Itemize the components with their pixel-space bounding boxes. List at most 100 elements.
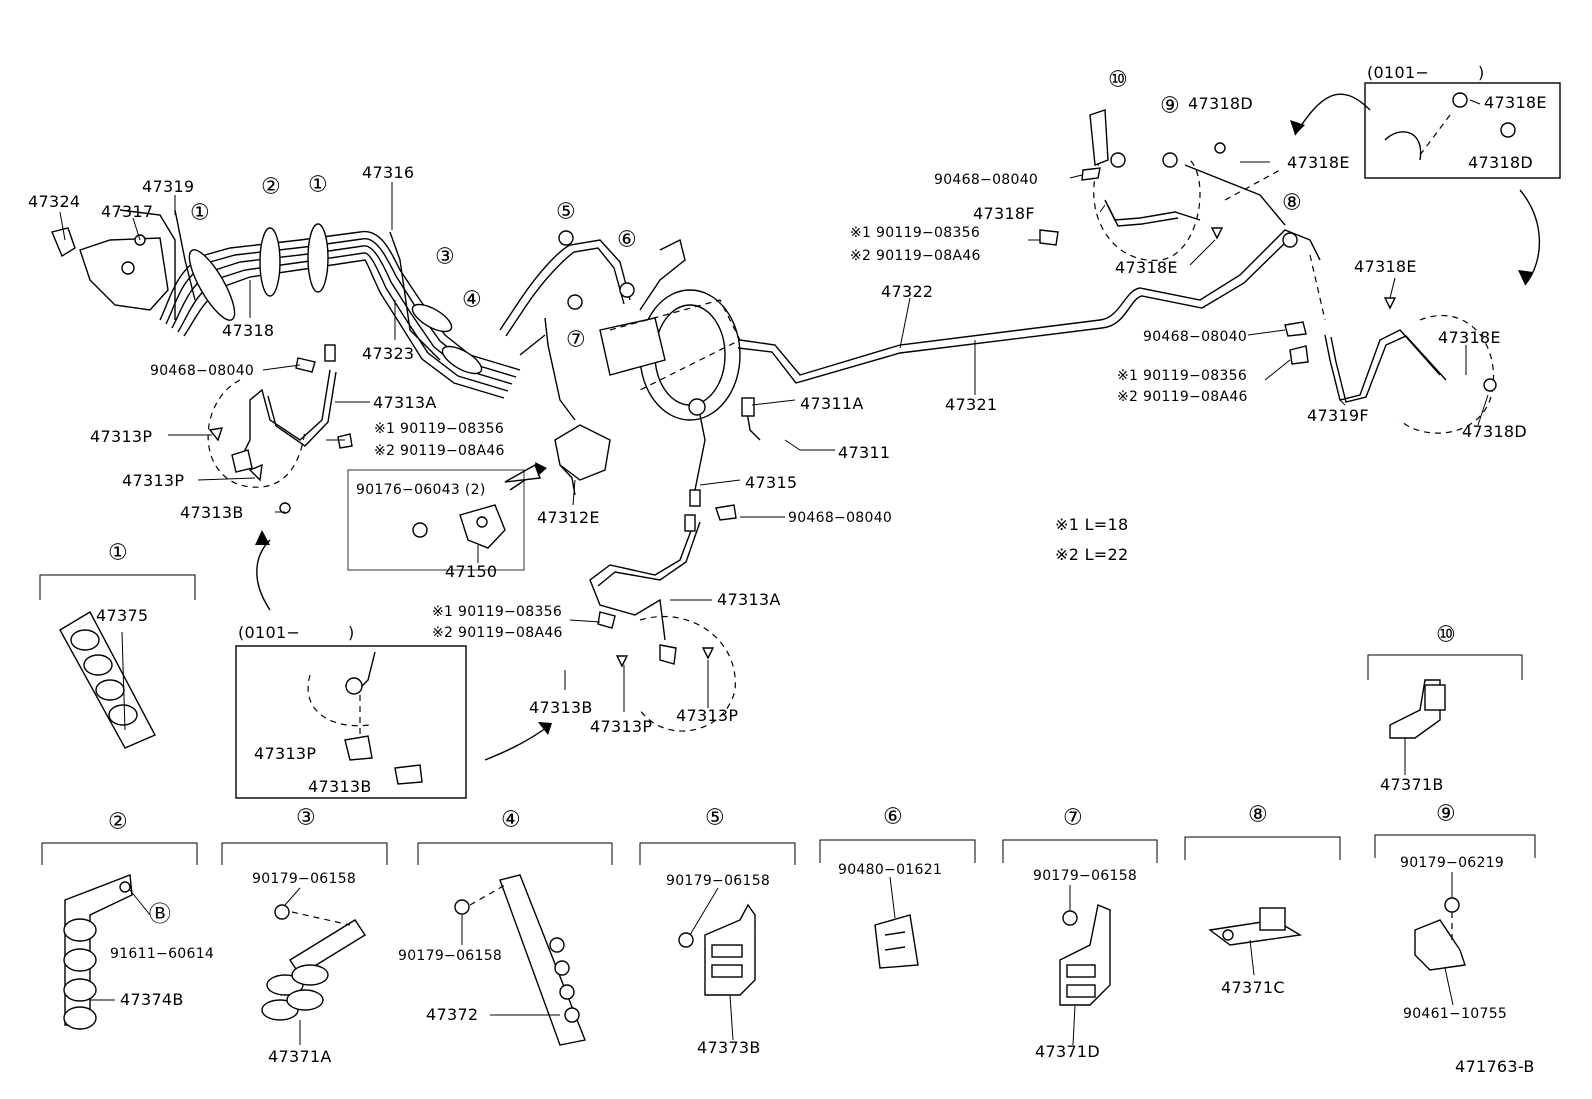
label-47313A-2: 47313A [717,590,781,609]
callout-7: ⑦ [566,328,586,353]
label-date-range-1-close: ) [1478,63,1485,82]
subpart-3-47371A [261,904,366,1021]
label-90179-06158-5: 90179−06158 [666,873,770,889]
callout-5-group: ⑤ [705,806,725,831]
tube-clamps [188,223,483,375]
bracket-47150 [347,469,525,571]
label-90461-10755: 90461−10755 [1403,1006,1507,1022]
front-left-flex-hose [207,344,353,514]
callout-9-group: ⑨ [1436,802,1456,827]
label-90468-08040-b: 90468−08040 [788,510,892,526]
label-90179-06158-3: 90179−06158 [252,871,356,887]
label-47373B: 47373B [697,1038,761,1057]
proportioning-valve-47312E [504,424,611,496]
callout-8: ⑧ [1282,191,1302,216]
label-47319: 47319 [142,177,194,196]
label-note1-c: ※1 90119−08356 [850,225,980,241]
callout-5: ⑤ [556,200,576,225]
label-47313P-2: 47313P [122,471,184,490]
label-47318D-1: 47318D [1188,94,1253,113]
label-note1-a: ※1 90119−08356 [374,421,504,437]
label-47318: 47318 [222,321,274,340]
label-47371C: 47371C [1221,978,1285,997]
leader-lines [59,99,1489,1046]
label-90468-08040-d: 90468−08040 [1143,329,1247,345]
label-47318E-1: 47318E [1484,93,1547,112]
label-47318D-3: 47318D [1462,422,1527,441]
label-47371A: 47371A [268,1047,332,1066]
rear-brake-tubes [737,164,1321,384]
callout-3: ③ [435,245,455,270]
label-47374B: 47374B [120,990,184,1009]
label-47150: 47150 [445,562,497,581]
subpart-8-47371C [1208,907,1303,946]
label-47318E-2: 47318E [1287,153,1350,172]
label-note2-a: ※2 90119−08A46 [374,443,505,459]
label-90468-08040-a: 90468−08040 [150,363,254,379]
master-cylinder-tubes [499,230,686,421]
diagram-id: 471763-B [1455,1057,1535,1076]
bracket-47317 [51,227,169,311]
callout-2-group: ② [108,810,128,835]
subpart-7-47371D [1059,904,1111,1006]
label-date-range-2-close: ) [348,623,355,642]
label-47318F: 47318F [973,204,1035,223]
label-47311: 47311 [838,443,890,462]
label-47318E-4: 47318E [1354,257,1417,276]
label-47324: 47324 [28,192,80,211]
label-47375: 47375 [96,606,148,625]
label-90179-06158-7: 90179−06158 [1033,868,1137,884]
callout-6-group: ⑥ [883,805,903,830]
subpart-6-clip [874,914,919,969]
label-note2-b: ※2 90119−08A46 [432,625,563,641]
label-47318D-2: 47318D [1468,153,1533,172]
label-47313P-1: 47313P [90,427,152,446]
label-47317: 47317 [101,202,153,221]
callout-4-group: ④ [501,808,521,833]
label-47319F: 47319F [1307,406,1369,425]
label-47313P-3: 47313P [590,717,652,736]
callout-7-group: ⑦ [1063,806,1083,831]
label-47313A-1: 47313A [373,393,437,412]
callout-1-group: ① [108,541,128,566]
callout-3-group: ③ [296,806,316,831]
label-note1-d: ※1 90119−08356 [1117,368,1247,384]
subpart-1-47375 [59,611,156,749]
label-47322: 47322 [881,282,933,301]
rear-left-flex-hose [1284,254,1497,434]
label-47313B-2: 47313B [529,698,593,717]
front-brake-tube-bundle [119,209,521,399]
subpart-group-brackets [39,574,1536,865]
subpart-10-47371B [1389,679,1446,739]
part-labels: 47324 47319 47317 47316 47318 47323 4732… [28,63,1547,1076]
note-l18: ※1 L=18 [1055,515,1128,534]
label-note2-d: ※2 90119−08A46 [1117,389,1248,405]
label-90480-01621: 90480−01621 [838,862,942,878]
label-47321: 47321 [945,395,997,414]
callout-10-group: ⑩ [1436,623,1456,648]
callout-2a: ② [261,175,281,200]
callout-1a: ① [190,201,210,226]
callout-9: ⑨ [1160,94,1180,119]
callout-8-group: ⑧ [1248,803,1268,828]
label-47323: 47323 [362,344,414,363]
subpart-5-47373B [678,903,756,996]
label-47311A: 47311A [800,394,864,413]
label-47312E: 47312E [537,508,600,527]
center-flex-hose [589,489,737,732]
callout-1b: ① [308,173,328,198]
label-91611-60614: 91611−60614 [110,946,214,962]
label-90179-06219: 90179−06219 [1400,855,1504,871]
arrow-heads [255,120,1533,735]
inset-0101-right [1294,82,1561,286]
note-l22: ※2 L=22 [1055,545,1128,564]
callout-10: ⑩ [1108,68,1128,93]
callout-b: Ⓑ [149,903,171,928]
label-47371B: 47371B [1380,775,1444,794]
label-47313P-5: 47313P [254,744,316,763]
label-date-range-1: (0101− [1367,63,1429,82]
label-90176-06043: 90176−06043 (2) [356,482,486,498]
subpart-9-bracket [1414,897,1466,971]
label-date-range-2: (0101− [238,623,300,642]
